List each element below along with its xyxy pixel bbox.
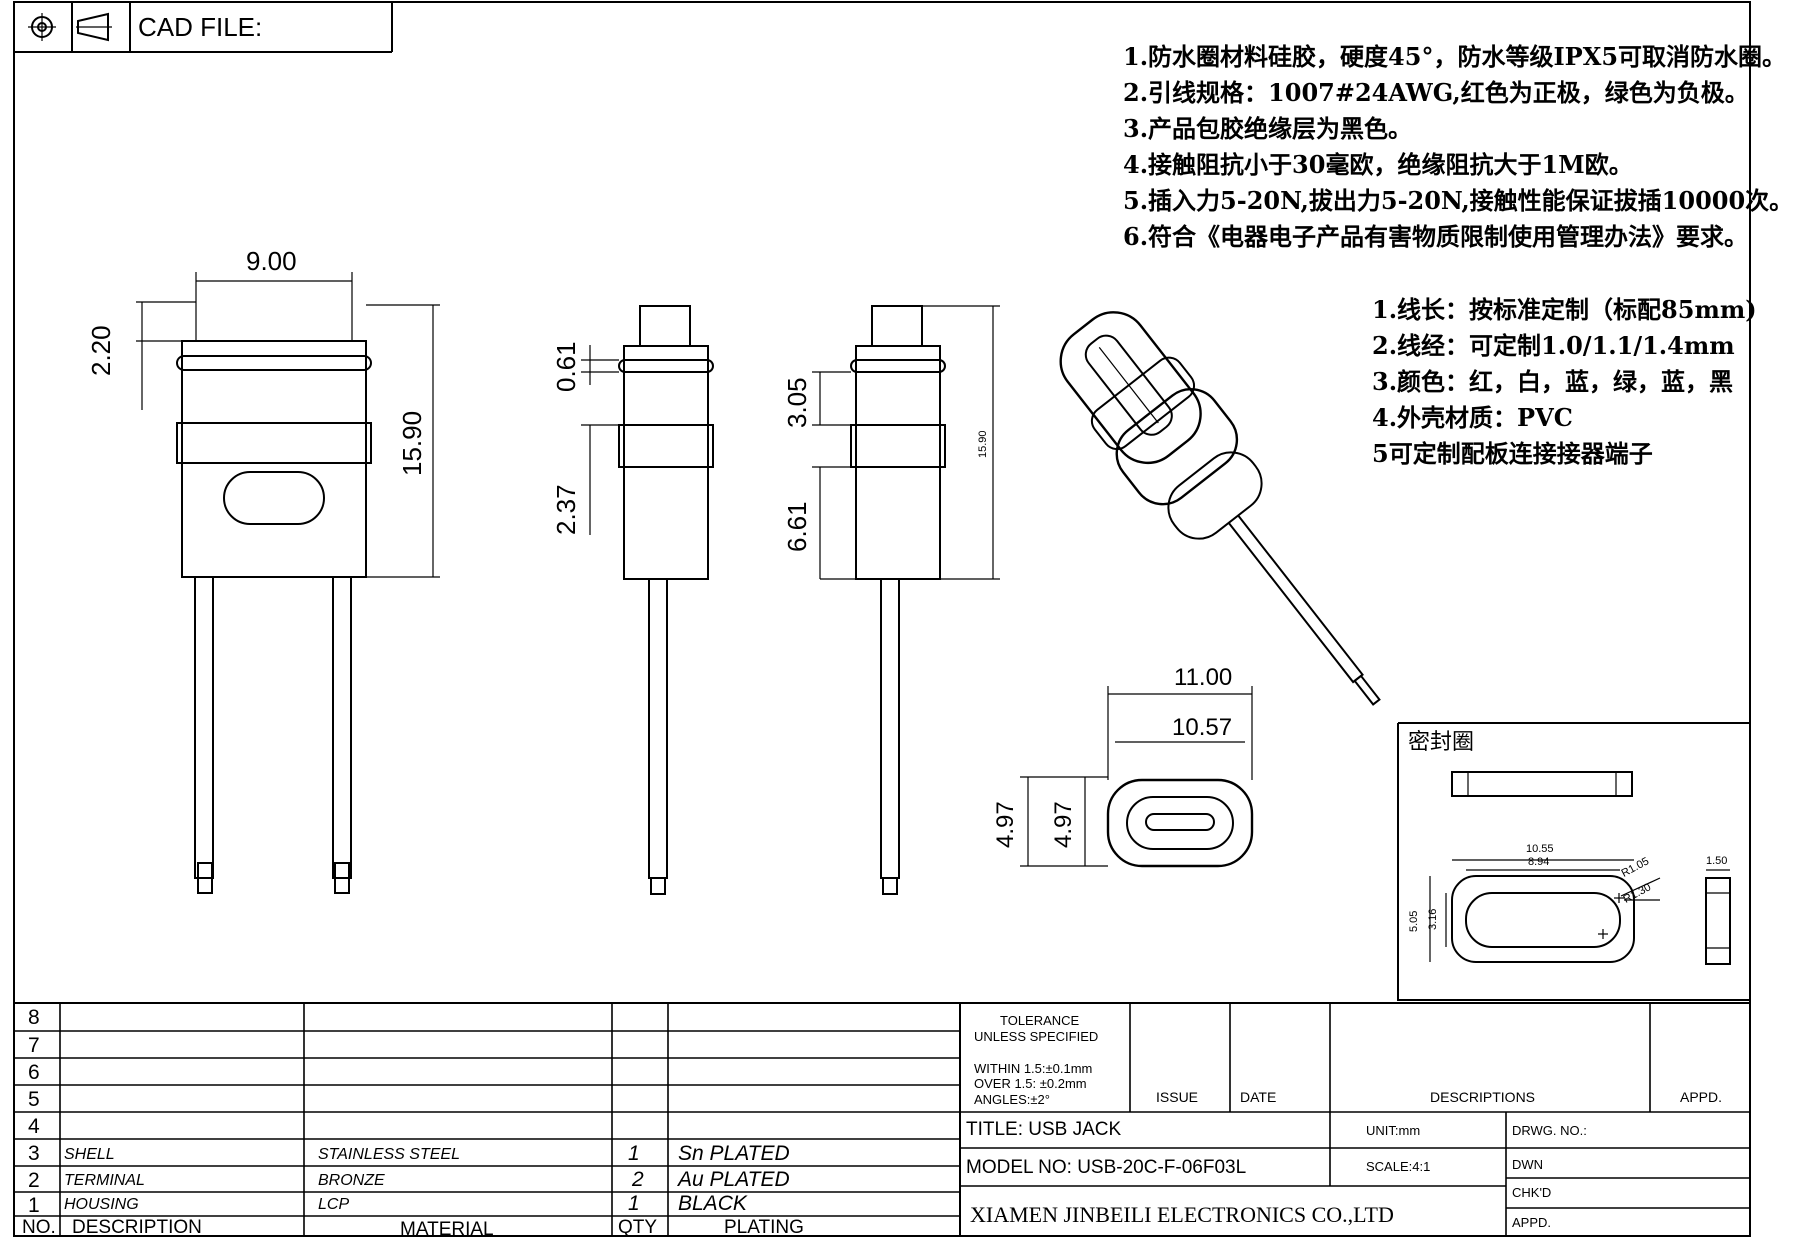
seal-dim-outer-h: 5.05	[1408, 910, 1420, 932]
rev-descriptions-header: DESCRIPTIONS	[1430, 1089, 1536, 1105]
tolerance-subtitle: UNLESS SPECIFIED	[974, 1029, 1099, 1044]
wire-note-1: 1.线长：按标准定制（标配85mm)	[1372, 295, 1757, 324]
seal-dim-inner-w: 8.94	[1528, 856, 1550, 868]
cad-header-box	[14, 2, 393, 53]
bom-item-qty: 2	[632, 1168, 644, 1191]
model-field: MODEL NO: USB-20C-F-06F03L	[966, 1157, 1247, 1178]
wire-note-2: 2.线经：可定制1.0/1.1/1.4mm	[1372, 331, 1735, 360]
bom-row-number: 5	[28, 1088, 40, 1111]
tolerance-angles: ANGLES:±2°	[974, 1092, 1050, 1107]
appd-field: APPD.	[1512, 1215, 1552, 1230]
bom-header-qty: QTY	[618, 1217, 658, 1238]
seal-title: 密封圈	[1408, 729, 1475, 754]
side-view-2	[812, 305, 1000, 895]
bom-row-number: 8	[28, 1006, 40, 1029]
isometric-view	[1059, 311, 1381, 706]
bom-row-number: 1	[28, 1194, 40, 1217]
bom-header-no: NO.	[22, 1217, 56, 1238]
dim-side2-gap: 3.05	[782, 377, 812, 428]
title-field: TITLE: USB JACK	[966, 1119, 1122, 1140]
note-1: 1.防水圈材料硅胶，硬度45°，防水等级IPX5可取消防水圈。	[1123, 42, 1787, 71]
note-3: 3.产品包胶绝缘层为黑色。	[1123, 114, 1413, 143]
seal-detail	[1397, 722, 1750, 1001]
bom-row-number: 4	[28, 1115, 40, 1138]
projection-cone-icon	[76, 12, 112, 42]
wire-note-4: 4.外壳材质：PVC	[1372, 403, 1573, 432]
bom-row-number: 2	[28, 1169, 40, 1192]
tolerance-title: TOLERANCE	[1000, 1013, 1080, 1028]
seal-dim-inner-h: 3.16	[1427, 908, 1439, 930]
note-4: 4.接触阻抗小于30毫欧，绝缘阻抗大于1M欧。	[1123, 150, 1633, 179]
wire-note-3: 3.颜色：红，白，蓝，绿，蓝，黑	[1372, 367, 1734, 396]
dim-side-ring: 0.61	[551, 341, 581, 392]
unit-field: UNIT:mm	[1366, 1123, 1421, 1138]
dim-front-ring: 2.20	[86, 325, 116, 376]
side-view-1	[581, 305, 714, 895]
drwg-no-field: DRWG. NO.:	[1512, 1123, 1587, 1138]
sheet-border	[13, 1, 1751, 1237]
bom-header-material: MATERIAL	[400, 1219, 494, 1240]
bom-item-plating: Sn PLATED	[678, 1142, 790, 1165]
drawing-sheet	[13, 1, 1751, 1237]
note-2: 2.引线规格：1007#24AWG,红色为正极，绿色为负极。	[1123, 78, 1749, 107]
bom-item-plating: Au PLATED	[678, 1168, 790, 1191]
seal-dim-thickness: 1.50	[1706, 855, 1728, 867]
rev-date-header: DATE	[1240, 1089, 1277, 1105]
bom-item-qty: 1	[628, 1142, 640, 1165]
title-block	[960, 1003, 1750, 1236]
rev-appd-header: APPD.	[1680, 1089, 1723, 1105]
dim-end-outer-h: 4.97	[992, 801, 1019, 848]
company-name: XIAMEN JINBEILI ELECTRONICS CO.,LTD	[970, 1202, 1394, 1227]
dwn-field: DWN	[1512, 1157, 1544, 1172]
dim-end-inner-h: 4.97	[1050, 801, 1077, 848]
dim-end-outer-w: 11.00	[1174, 664, 1233, 691]
front-view	[136, 272, 440, 894]
note-6: 6.符合《电器电子产品有害物质限制使用管理办法》要求。	[1123, 222, 1749, 251]
bom-item-material: BRONZE	[318, 1172, 385, 1189]
bom-row-number: 3	[28, 1142, 40, 1165]
note-5: 5.插入力5-20N,拔出力5-20N,接触性能保证拔插10000次。	[1123, 186, 1793, 215]
bom-item-material: LCP	[318, 1196, 350, 1213]
bom-row-number: 7	[28, 1034, 40, 1057]
chkd-field: CHK'D	[1512, 1185, 1552, 1200]
bom-item-desc: SHELL	[64, 1146, 115, 1163]
bom-item-desc: TERMINAL	[64, 1172, 145, 1189]
bom-item-qty: 1	[628, 1192, 640, 1215]
dim-front-height: 15.90	[397, 410, 427, 476]
rev-issue-header: ISSUE	[1156, 1089, 1199, 1105]
crosshair-icon	[28, 13, 56, 41]
bom-row-number: 6	[28, 1061, 40, 1084]
tolerance-within: WITHIN 1.5:±0.1mm	[974, 1061, 1093, 1076]
dim-side2-lower: 6.61	[782, 501, 812, 552]
bom-item-desc: HOUSING	[64, 1196, 139, 1213]
bom-item-material: STAINLESS STEEL	[318, 1146, 460, 1163]
seal-dim-outer-w: 10.55	[1526, 843, 1554, 855]
dim-side2-height: 15.90	[977, 430, 989, 458]
bom-header-desc: DESCRIPTION	[72, 1217, 202, 1238]
dim-end-inner-w: 10.57	[1172, 714, 1233, 741]
dim-side-band: 2.37	[551, 484, 581, 535]
scale-field: SCALE:4:1	[1366, 1159, 1431, 1174]
tolerance-over: OVER 1.5: ±0.2mm	[974, 1076, 1087, 1091]
dim-front-width: 9.00	[246, 246, 297, 276]
end-view	[1020, 686, 1254, 868]
bom-header-plating: PLATING	[724, 1217, 804, 1238]
bom-item-plating: BLACK	[678, 1192, 747, 1215]
wire-note-5: 5可定制配板连接接器端子	[1372, 439, 1653, 468]
cad-file-label: CAD FILE:	[138, 12, 263, 42]
bom-table	[14, 1002, 1750, 1236]
